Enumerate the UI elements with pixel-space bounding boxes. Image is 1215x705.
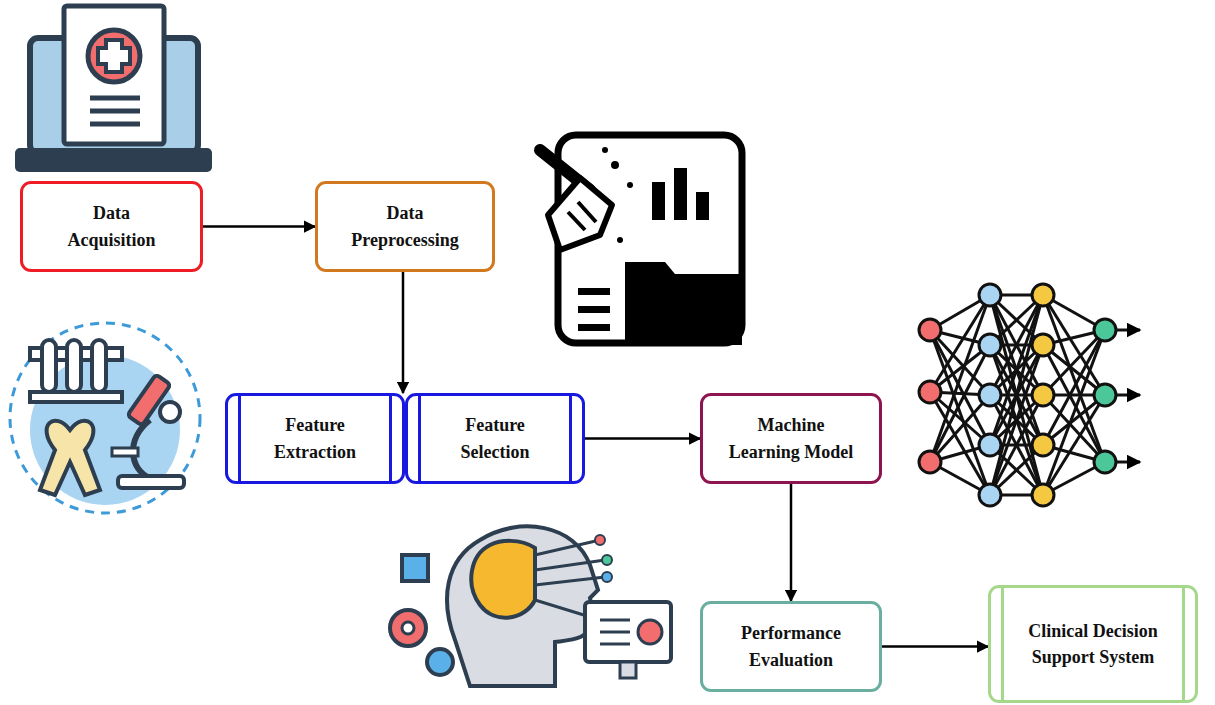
network-neuron [979,384,1001,406]
network-neuron [979,484,1001,506]
process-box: Feature Extraction [225,393,405,484]
network-neuron [1032,484,1054,506]
step-box: Performance Evaluation [700,601,882,692]
network-neuron [1094,451,1116,473]
step-label: Performance Evaluation [729,620,853,672]
laptop-icon [15,6,212,172]
process-box: Feature Selection [405,393,585,484]
step-label: Data Acquisition [56,200,168,252]
ai-head-icon [390,526,671,686]
network-neuron [979,434,1001,456]
network-neuron [1032,384,1054,406]
network-neuron [979,284,1001,306]
network-neuron [919,451,941,473]
data-cleaning-icon [540,135,742,345]
neural-network-icon [919,284,1140,506]
process-bar [1001,588,1004,700]
flow-arrow [203,225,315,228]
network-neuron [1032,334,1054,356]
network-neuron [1094,384,1116,406]
step-box: Data Acquisition [20,181,203,272]
process-bar [238,396,241,481]
process-bar [389,396,392,481]
step-box: Data Preprocessing [315,181,495,272]
step-label: Data Preprocessing [341,200,469,252]
network-link [990,345,1043,495]
laboratory-icon [10,323,200,513]
network-neuron [1032,284,1054,306]
network-neuron [979,334,1001,356]
network-neuron [1094,319,1116,341]
step-label: Feature Selection [443,412,547,464]
step-label: Clinical Decision Support System [1018,618,1168,670]
step-label: Feature Extraction [263,412,367,464]
step-box: Machine Learning Model [700,393,882,484]
process-bar [569,396,572,481]
process-box: Clinical Decision Support System [988,585,1198,703]
network-neuron [919,381,941,403]
process-bar [1182,588,1185,700]
flow-arrow [790,484,793,601]
flow-arrow [585,437,700,440]
flow-arrow [402,272,405,393]
network-neuron [1032,434,1054,456]
step-label: Machine Learning Model [721,412,861,464]
flow-arrow [882,645,988,648]
process-bar [418,396,421,481]
network-neuron [919,319,941,341]
